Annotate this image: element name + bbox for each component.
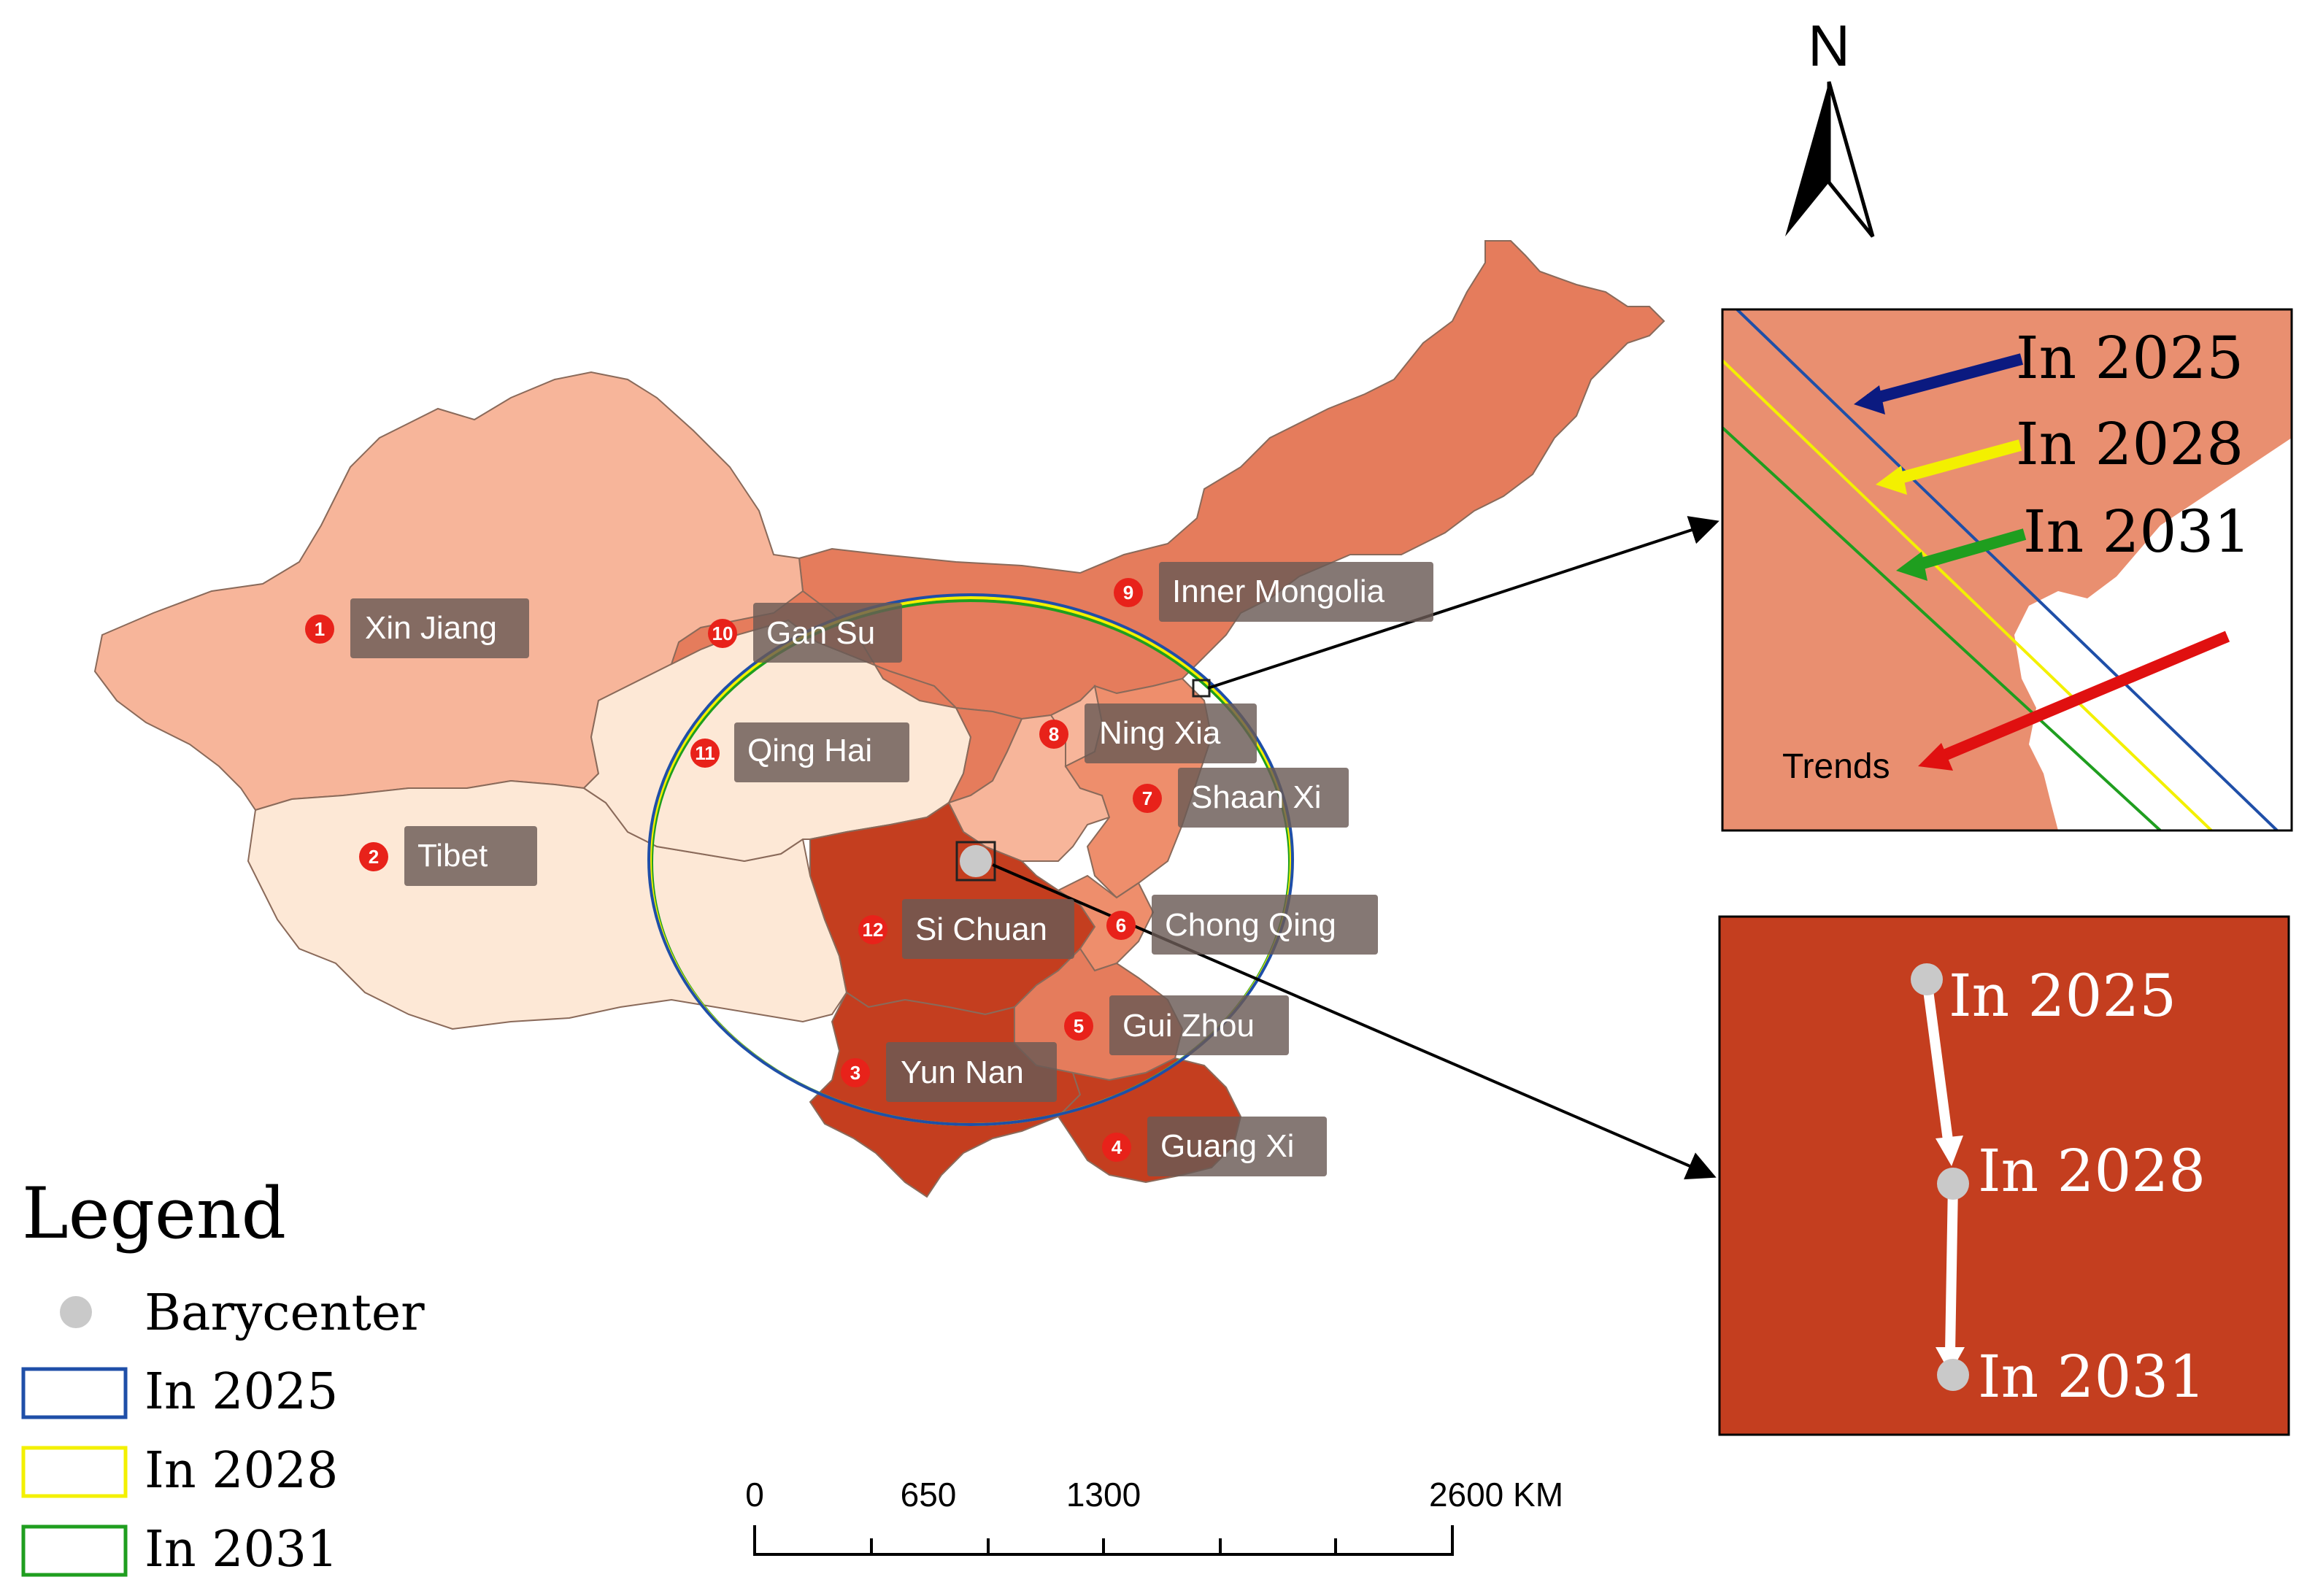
inset-top-label-2028: In 2028 [2016,410,2244,478]
scale-tick-1300: 1300 [1066,1476,1141,1514]
scale-tick-0: 0 [745,1476,764,1514]
label-xin-jiang[interactable]: 1 Xin Jiang [305,598,529,658]
svg-text:Yun Nan: Yun Nan [901,1055,1024,1090]
svg-text:Gan Su: Gan Su [766,615,875,651]
province-labels: 1 Xin Jiang 2 Tibet 10 Gan Su 11 Qing Ha… [305,562,1433,1176]
label-guang-xi[interactable]: 4 Guang Xi [1102,1117,1327,1176]
label-chong-qing[interactable]: 6 Chong Qing [1106,895,1378,955]
label-inner-mongolia[interactable]: 9 Inner Mongolia [1114,562,1433,622]
svg-text:Chong Qing: Chong Qing [1165,907,1336,943]
barycenter-2028-point[interactable] [1937,1168,1969,1200]
scale-tick-650: 650 [901,1476,957,1514]
svg-text:Inner Mongolia: Inner Mongolia [1172,574,1385,609]
legend-title: Legend [22,1173,286,1254]
scale-bar: 0 650 1300 2600 KM [745,1476,1563,1556]
inset-top-label-2025: In 2025 [2016,324,2244,392]
legend-2025-swatch [21,1367,128,1419]
barycenter-2031-point[interactable] [1937,1359,1969,1391]
svg-text:Guang Xi: Guang Xi [1160,1128,1294,1164]
svg-text:Qing Hai: Qing Hai [747,733,872,768]
label-gui-zhou[interactable]: 5 Gui Zhou [1064,995,1289,1055]
svg-text:3: 3 [850,1062,860,1084]
inset-bottom-label-2028: In 2028 [1978,1137,2206,1205]
legend-item-2031: In 2031 [145,1521,338,1578]
legend-barycenter-symbol [60,1296,92,1328]
svg-text:Shaan Xi: Shaan Xi [1191,779,1322,815]
svg-text:2: 2 [369,846,379,868]
svg-text:4: 4 [1112,1136,1122,1158]
svg-text:1: 1 [315,618,325,640]
inset-top: In 2025 In 2028 In 2031 Trends [1721,308,2293,832]
legend-item-barycenter: Barycenter [145,1284,425,1342]
svg-text:Tibet: Tibet [417,838,488,874]
label-gan-su[interactable]: 10 Gan Su [708,603,902,663]
legend-2031-swatch [21,1524,128,1577]
label-yun-nan[interactable]: 3 Yun Nan [841,1042,1057,1102]
svg-text:9: 9 [1123,582,1133,604]
barycenter-point[interactable] [960,845,992,877]
inset-top-label-2031: In 2031 [2023,498,2251,566]
svg-text:Ning Xia: Ning Xia [1099,715,1221,751]
label-tibet[interactable]: 2 Tibet [359,826,537,886]
north-arrow-icon [1785,82,1829,236]
svg-text:7: 7 [1142,787,1152,809]
barycenter-2025-point[interactable] [1911,963,1943,995]
legend-item-2025: In 2025 [145,1363,338,1421]
svg-text:Gui Zhou: Gui Zhou [1122,1008,1255,1044]
connector-top [1207,516,1719,690]
barycenter-zoom-box [955,841,996,882]
svg-text:Xin Jiang: Xin Jiang [365,610,497,646]
label-qing-hai[interactable]: 11 Qing Hai [690,722,909,782]
inset-bottom-label-2025: In 2025 [1949,962,2176,1030]
svg-text:11: 11 [695,742,715,764]
legend-2028-swatch [21,1446,128,1498]
svg-text:8: 8 [1049,723,1059,745]
svg-text:6: 6 [1116,914,1126,936]
svg-text:12: 12 [863,919,884,941]
barycenter-ellipses [647,593,1294,1126]
province-chong-qing[interactable] [1057,874,1155,972]
label-ning-xia[interactable]: 8 Ning Xia [1039,703,1257,763]
scale-tick-2600: 2600 KM [1429,1476,1563,1514]
north-arrow: N [1785,13,1875,238]
svg-text:Si Chuan: Si Chuan [915,911,1047,947]
label-shaan-xi[interactable]: 7 Shaan Xi [1133,768,1349,828]
legend: Legend Barycenter In 2025 In 2028 In 203… [21,1173,425,1578]
province-inner-mongolia[interactable] [798,240,1665,720]
legend-item-2028: In 2028 [145,1442,338,1500]
inset-bottom-label-2031: In 2031 [1978,1343,2206,1411]
svg-text:5: 5 [1074,1015,1084,1037]
inset-bottom: In 2025 In 2028 In 2031 [1718,915,2290,1436]
inset-top-trend-label: Trends [1782,747,1890,786]
north-label: N [1808,13,1850,78]
ellipse-2025 [647,593,1294,1126]
label-si-chuan[interactable]: 12 Si Chuan [858,899,1074,959]
svg-text:10: 10 [712,622,733,644]
